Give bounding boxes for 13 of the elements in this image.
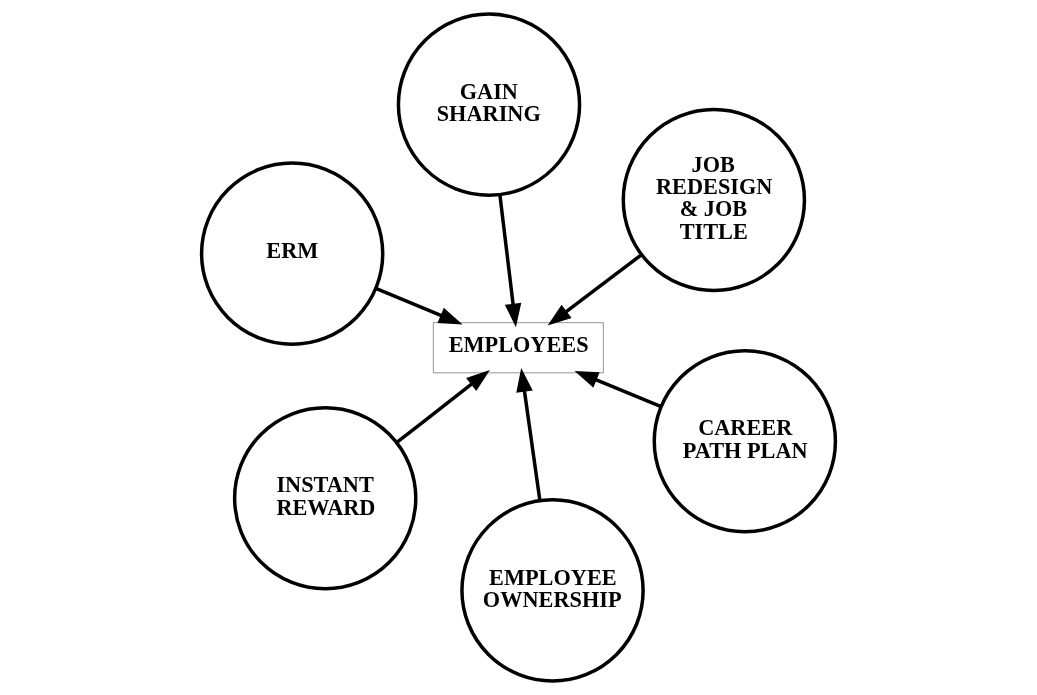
node-circle: GAIN SHARING (396, 12, 582, 197)
node-circle: INSTANT REWARD (232, 405, 418, 591)
arrow (516, 368, 542, 501)
node-circle: EMPLOYEE OWNERSHIP (460, 498, 645, 683)
node-box: EMPLOYEES (433, 322, 604, 373)
node-circle: CAREER PATH PLAN (652, 348, 838, 534)
arrow (547, 253, 643, 326)
node-circle: ERM (199, 161, 385, 346)
arrow (396, 369, 490, 444)
node-circle: JOB REDESIGN & JOB TITLE (621, 107, 807, 293)
arrow (375, 287, 463, 325)
arrow (498, 194, 522, 328)
arrow (574, 370, 662, 409)
